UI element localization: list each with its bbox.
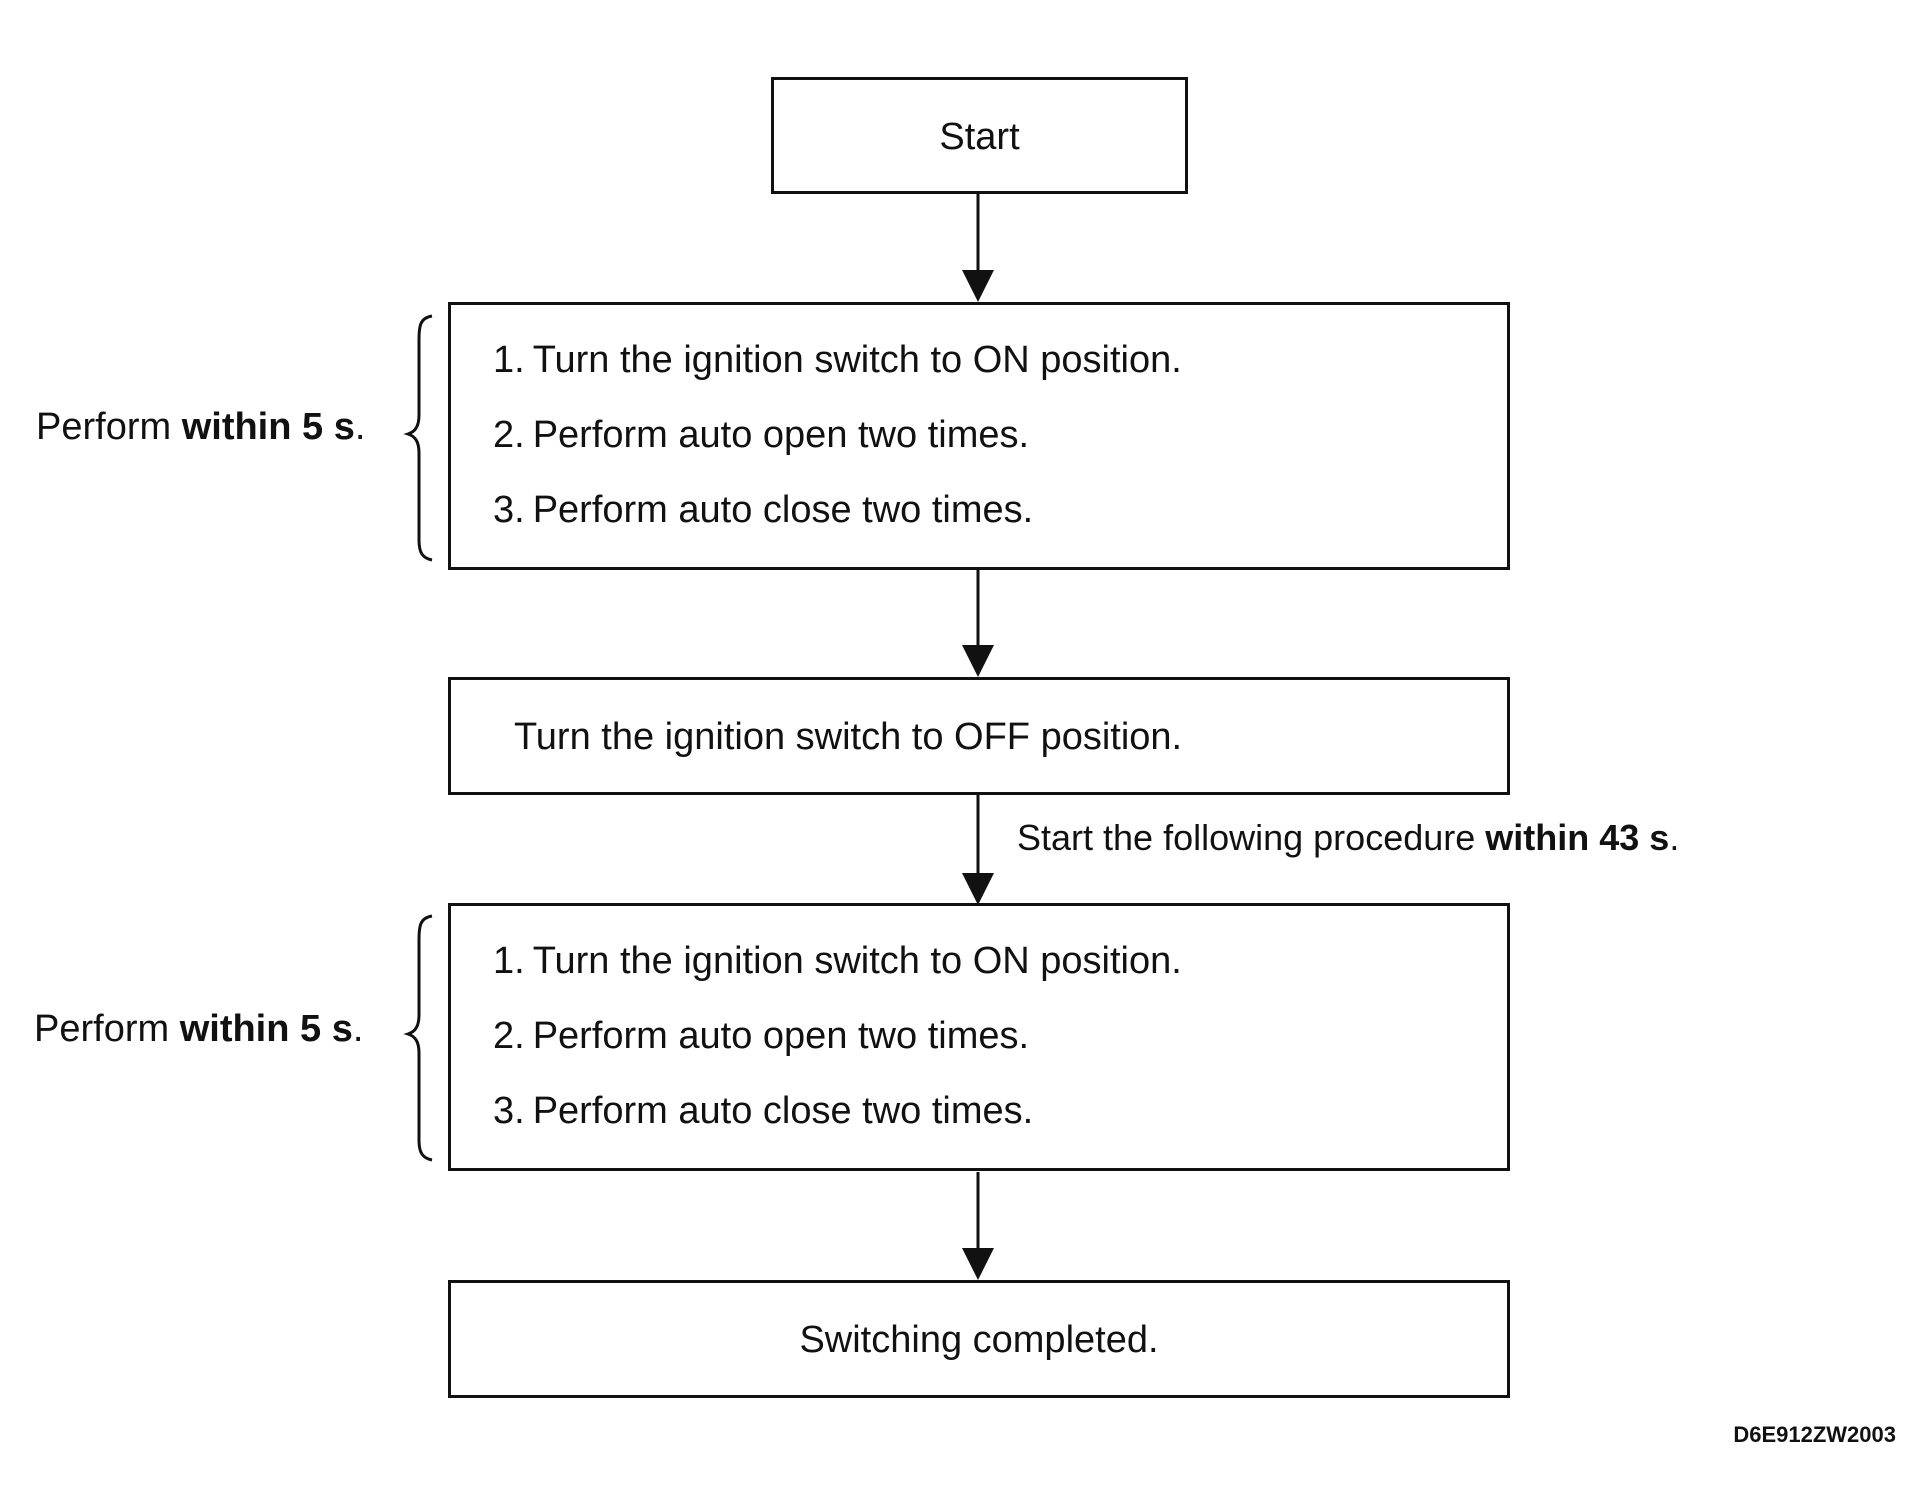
steps-box-2: 1.Turn the ignition switch to ON positio… — [448, 903, 1510, 1171]
arrow-head-4 — [962, 1248, 994, 1280]
arrow-note-bold: within 43 s — [1485, 817, 1670, 858]
steps-box-1: 1.Turn the ignition switch to ON positio… — [448, 302, 1510, 570]
step-text: Turn the ignition switch to ON position. — [532, 940, 1182, 982]
step-2-3: 3.Perform auto close two times. — [493, 1092, 1033, 1130]
start-label: Start — [939, 116, 1020, 158]
off-step-label: Turn the ignition switch to OFF position… — [514, 716, 1183, 758]
step-number: 3. — [493, 1090, 525, 1132]
time-limit-suffix: . — [352, 1008, 364, 1050]
arrow-note-suffix: . — [1669, 817, 1680, 858]
step-1-2: 2.Perform auto open two times. — [493, 416, 1029, 454]
end-box: Switching completed. — [448, 1280, 1510, 1398]
time-limit-prefix: Perform — [34, 1008, 180, 1050]
time-limit-bold: within 5 s — [181, 406, 355, 448]
step-text: Perform auto close two times. — [532, 1090, 1034, 1132]
step-text: Perform auto close two times. — [532, 489, 1034, 531]
time-limit-bold: within 5 s — [179, 1008, 353, 1050]
time-limit-prefix: Perform — [36, 406, 182, 448]
time-limit-label-2: Perform within 5 s. — [34, 1010, 363, 1048]
arrow-head-2 — [962, 645, 994, 677]
off-step-box: Turn the ignition switch to OFF position… — [448, 677, 1510, 795]
step-text: Turn the ignition switch to ON position. — [532, 339, 1182, 381]
start-box: Start — [771, 77, 1188, 194]
step-1-1: 1.Turn the ignition switch to ON positio… — [493, 341, 1182, 379]
step-number: 3. — [493, 489, 525, 531]
step-text: Perform auto open two times. — [532, 1015, 1030, 1057]
step-number: 2. — [493, 414, 525, 456]
figure-code: D6E912ZW2003 — [1733, 1422, 1896, 1447]
step-text: Perform auto open two times. — [532, 414, 1030, 456]
step-1-3: 3.Perform auto close two times. — [493, 491, 1033, 529]
step-number: 2. — [493, 1015, 525, 1057]
step-2-1: 1.Turn the ignition switch to ON positio… — [493, 942, 1182, 980]
arrow-head-3 — [962, 873, 994, 905]
step-number: 1. — [493, 339, 525, 381]
arrow-note-prefix: Start the following procedure — [1017, 817, 1486, 858]
step-number: 1. — [493, 940, 525, 982]
end-label: Switching completed. — [799, 1319, 1159, 1361]
step-2-2: 2.Perform auto open two times. — [493, 1017, 1029, 1055]
arrow-head-1 — [962, 270, 994, 302]
time-limit-label-1: Perform within 5 s. — [36, 408, 365, 446]
arrow-note: Start the following procedure within 43 … — [1017, 820, 1679, 856]
time-limit-suffix: . — [354, 406, 366, 448]
